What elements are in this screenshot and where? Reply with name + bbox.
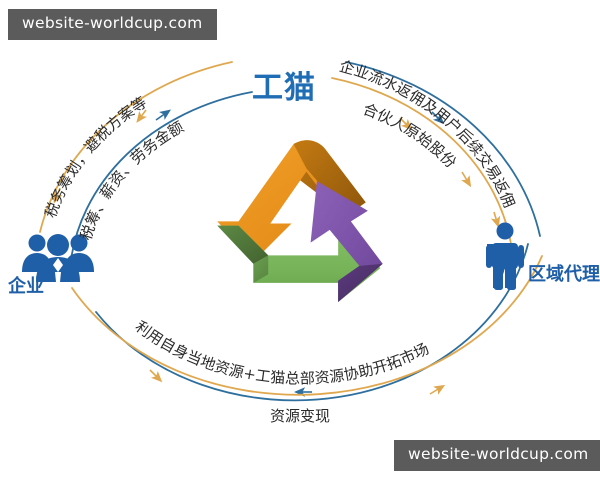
arc-left-outer-stroke bbox=[39, 61, 233, 233]
arc-right-outer-stroke bbox=[345, 61, 541, 237]
node-enterprise[interactable]: 企业 bbox=[7, 234, 94, 297]
arc-label-bottom-inner: 利用自身当地资源+工猫总部资源协助开拓市场 bbox=[132, 317, 432, 387]
arc-left-outer-arrowhead-2 bbox=[53, 187, 63, 204]
node-regional-agent-label: 区域代理 bbox=[528, 263, 600, 285]
arc-right-inner-arrowhead-2 bbox=[461, 171, 472, 188]
arc-right-outer-arrowhead-1 bbox=[431, 111, 445, 125]
arc-bottom-inner-stroke bbox=[95, 243, 529, 402]
arc-strokes bbox=[39, 61, 543, 402]
arc-right-inner-arrowhead-3 bbox=[490, 211, 501, 228]
recycle-arrows-icon bbox=[217, 140, 383, 302]
arc-left-inner-stroke bbox=[69, 91, 253, 269]
arc-bottom-outer-stroke bbox=[71, 255, 543, 396]
watermark-top-left: website-worldcup.com bbox=[8, 9, 217, 40]
arc-right-inner-arrowhead-1 bbox=[399, 117, 413, 131]
node-enterprise-label: 企业 bbox=[7, 275, 44, 297]
arc-left-outer-arrowhead-1 bbox=[136, 109, 147, 123]
watermark-bottom-right: website-worldcup.com bbox=[394, 440, 600, 471]
arc-label-bottom-outer: 资源变现 bbox=[270, 407, 330, 425]
node-regional-agent[interactable]: 区域代理 bbox=[486, 222, 600, 291]
arc-bottom-outer-arrowhead-1 bbox=[149, 369, 163, 383]
brand-title: 工猫 bbox=[252, 70, 316, 106]
purple-arrow bbox=[310, 181, 383, 302]
arc-left-inner-arrowhead-1 bbox=[155, 109, 171, 121]
person-icon bbox=[486, 222, 524, 290]
people-group-icon bbox=[22, 234, 94, 282]
arc-right-inner-stroke bbox=[331, 77, 513, 251]
arc-bottom-outer-arrowhead-2 bbox=[429, 384, 446, 395]
